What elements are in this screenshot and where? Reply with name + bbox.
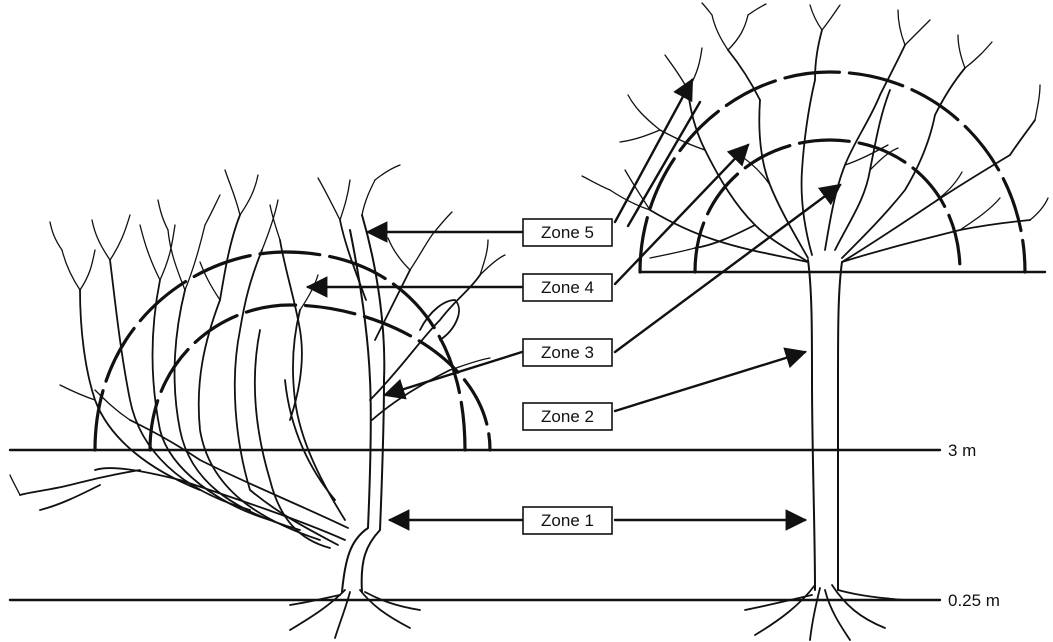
right-tree-twigs bbox=[582, 3, 1048, 258]
zone-label-1: Zone 1 bbox=[523, 507, 612, 534]
height-label-025m: 0.25 m bbox=[948, 591, 1000, 610]
zone-label-5: Zone 5 bbox=[523, 219, 612, 246]
zone-label-3: Zone 3 bbox=[523, 339, 612, 366]
right-tree-branches bbox=[650, 30, 1035, 262]
left-tree-branches bbox=[20, 215, 480, 548]
arrow-zone3-left bbox=[385, 352, 522, 395]
left-tree bbox=[10, 165, 505, 638]
right-tree-trunk bbox=[808, 260, 842, 590]
right-tree-roots bbox=[745, 585, 905, 640]
zone-label-2: Zone 2 bbox=[523, 403, 612, 430]
left-tree-roots bbox=[290, 590, 420, 638]
zone-label-1-text: Zone 1 bbox=[541, 511, 594, 530]
left-tree-arc-outer bbox=[95, 252, 465, 450]
zone-label-4-text: Zone 4 bbox=[541, 278, 594, 297]
zone-label-5-text: Zone 5 bbox=[541, 223, 594, 242]
right-tree bbox=[582, 3, 1048, 640]
height-label-3m: 3 m bbox=[948, 441, 976, 460]
arrow-zone2-right bbox=[615, 352, 805, 411]
zone-label-4: Zone 4 bbox=[523, 274, 612, 301]
zone-label-3-text: Zone 3 bbox=[541, 343, 594, 362]
zone-label-2-text: Zone 2 bbox=[541, 407, 594, 426]
left-tree-trunk bbox=[342, 215, 384, 592]
